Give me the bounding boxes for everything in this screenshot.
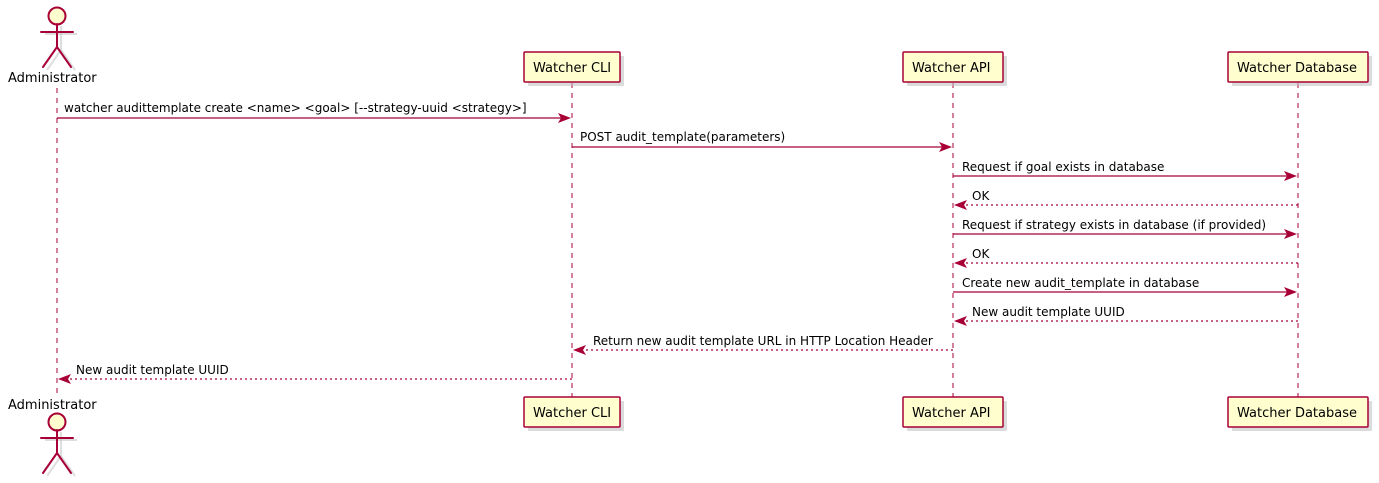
participant-label-watcher-api-top: Watcher API (912, 61, 991, 76)
participant-watcher-database-top[interactable]: Watcher Database (1227, 51, 1372, 86)
message-9-return-location-header[interactable]: Return new audit template URL in HTTP Lo… (573, 334, 953, 355)
actor-head-icon (47, 6, 67, 26)
message-6-ok[interactable]: OK (954, 247, 1298, 268)
message-label: watcher audittemplate create <name> <goa… (64, 101, 527, 115)
message-4-ok[interactable]: OK (954, 189, 1298, 210)
actor-shadow-bottom (45, 432, 77, 477)
message-label: OK (972, 189, 990, 203)
participant-watcher-database-bottom[interactable]: Watcher Database (1227, 396, 1372, 431)
message-label: New audit template UUID (76, 363, 229, 377)
participant-label-watcher-cli-bottom: Watcher CLI (533, 406, 611, 421)
message-1-watcher-audittemplate-create[interactable]: watcher audittemplate create <name> <goa… (57, 101, 571, 123)
box-watcher-cli-bottom[interactable] (523, 396, 621, 428)
message-label: New audit template UUID (972, 305, 1125, 319)
message-label: Return new audit template URL in HTTP Lo… (593, 334, 933, 348)
message-5-request-strategy-exists[interactable]: Request if strategy exists in database (… (953, 218, 1297, 239)
arrowhead-left (573, 345, 586, 355)
arrowhead-right (1284, 229, 1297, 239)
participant-label-watcher-database-bottom: Watcher Database (1237, 406, 1357, 421)
arrowhead-left (954, 316, 967, 326)
participant-label-watcher-database-top: Watcher Database (1237, 61, 1357, 76)
arrowhead-right (558, 113, 571, 123)
participant-label-watcher-api-bottom: Watcher API (912, 406, 991, 421)
participant-watcher-api-top[interactable]: Watcher API (902, 51, 1007, 86)
message-10-new-audit-template-uuid[interactable]: New audit template UUID (58, 363, 572, 384)
message-label: Request if goal exists in database (962, 160, 1164, 174)
message-2-post-audit-template[interactable]: POST audit_template(parameters) (572, 130, 952, 152)
box-watcher-api-top[interactable] (902, 51, 1004, 83)
arrowhead-left (954, 200, 967, 210)
message-7-create-new-audit-template[interactable]: Create new audit_template in database (953, 276, 1297, 297)
arrowhead-right (939, 142, 952, 152)
actor-leg-left (42, 452, 58, 474)
actor-head-icon (47, 412, 67, 432)
arrowhead-right (1284, 171, 1297, 181)
arrowhead-left (954, 258, 967, 268)
actor-shadow-top (45, 26, 77, 71)
actor-administrator-top[interactable]: Administrator (8, 6, 97, 87)
actor-leg-right (56, 452, 72, 474)
message-label: Create new audit_template in database (962, 276, 1199, 290)
message-8-new-audit-template-uuid[interactable]: New audit template UUID (954, 305, 1298, 326)
box-watcher-cli-top[interactable] (523, 51, 621, 83)
box-watcher-api-bottom[interactable] (902, 396, 1004, 428)
participant-watcher-cli-top[interactable]: Watcher CLI (523, 51, 624, 86)
lifelines-group (56, 83, 1299, 398)
actor-administrator-bottom[interactable]: Administrator (8, 398, 97, 477)
message-label: POST audit_template(parameters) (580, 130, 785, 144)
box-watcher-database-bottom[interactable] (1227, 396, 1369, 428)
message-label: Request if strategy exists in database (… (962, 218, 1266, 232)
actor-leg-right (56, 46, 72, 68)
box-watcher-database-top[interactable] (1227, 51, 1369, 83)
arrowhead-right (1284, 287, 1297, 297)
arrowhead-left (58, 374, 71, 384)
message-label: OK (972, 247, 990, 261)
participant-label-watcher-cli-top: Watcher CLI (533, 61, 611, 76)
participant-watcher-api-bottom[interactable]: Watcher API (902, 396, 1007, 431)
message-3-request-goal-exists[interactable]: Request if goal exists in database (953, 160, 1297, 181)
participant-watcher-cli-bottom[interactable]: Watcher CLI (523, 396, 624, 431)
actor-label-administrator-bottom: Administrator (8, 398, 97, 413)
actor-leg-left (42, 46, 58, 68)
actor-label-administrator-top: Administrator (8, 71, 97, 86)
